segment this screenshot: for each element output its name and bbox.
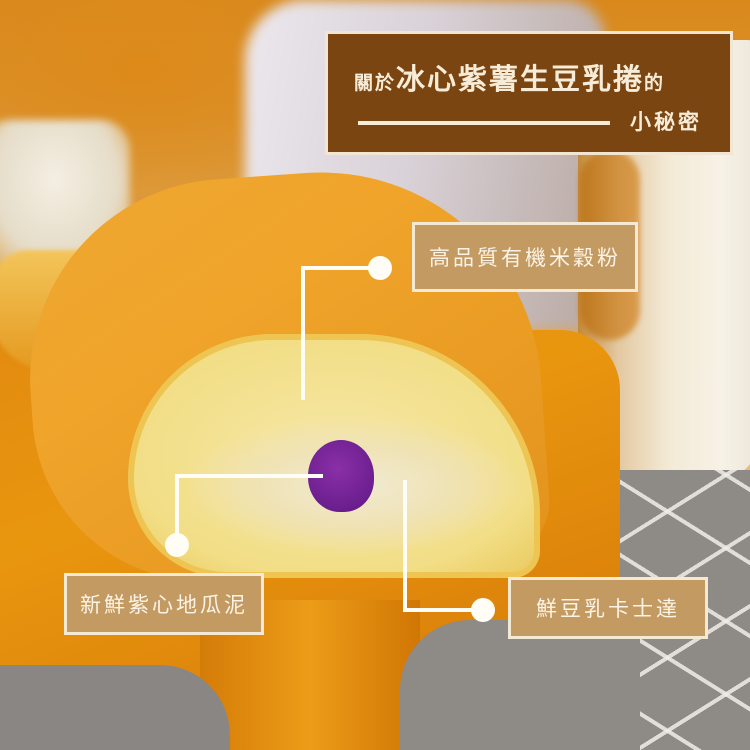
title-suffix: 的 — [644, 72, 666, 94]
title-prefix: 關於 — [354, 72, 397, 94]
title-product-name: 冰心紫薯生豆乳捲 — [396, 62, 645, 96]
connector-dot-potato — [165, 533, 189, 557]
connector-line-flour-vertical — [301, 266, 305, 400]
label-custard-text: 鮮豆乳卡士達 — [536, 597, 680, 621]
title-subtitle: 小秘密 — [630, 110, 702, 134]
title-divider — [358, 121, 610, 125]
connector-line-potato-horizontal — [175, 474, 323, 478]
connector-line-flour-horizontal — [301, 266, 379, 270]
title-heading: 關於冰心紫薯生豆乳捲的 — [354, 56, 665, 98]
tablecloth-under-board-left — [0, 665, 230, 750]
label-flour: 高品質有機米穀粉 — [412, 222, 638, 292]
label-potato-text: 新鮮紫心地瓜泥 — [80, 593, 248, 617]
label-purple-sweet-potato: 新鮮紫心地瓜泥 — [64, 573, 264, 635]
connector-dot-flour — [368, 256, 392, 280]
connector-line-custard-vertical — [403, 480, 407, 612]
connector-line-custard-horizontal — [403, 608, 483, 612]
connector-line-potato-vertical — [175, 474, 179, 544]
tablecloth-under-board-right — [400, 620, 640, 750]
label-flour-text: 高品質有機米穀粉 — [429, 246, 621, 270]
connector-dot-custard — [471, 598, 495, 622]
title-box: 關於冰心紫薯生豆乳捲的 小秘密 — [325, 31, 733, 155]
label-soy-custard: 鮮豆乳卡士達 — [508, 577, 708, 639]
